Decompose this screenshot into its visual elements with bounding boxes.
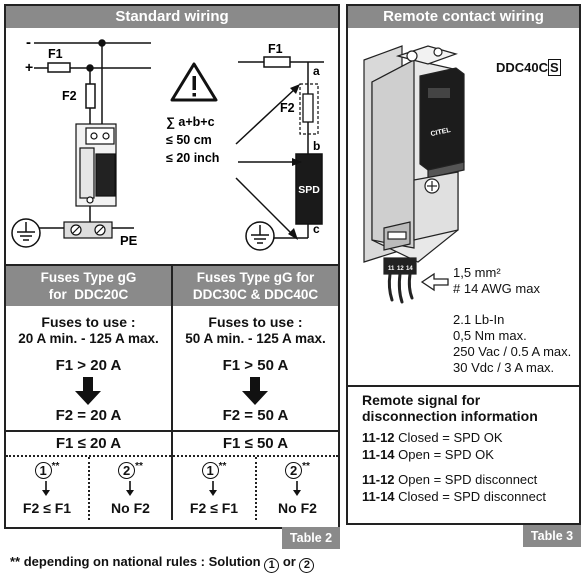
- warning-icon: [170, 62, 218, 102]
- right-use-title: Fuses to use :: [208, 314, 303, 330]
- table2-rule-divider: [4, 430, 340, 432]
- right-sol1-text: F2 ≤ F1: [189, 500, 239, 516]
- footnote-badge-2: 2: [299, 558, 315, 573]
- wire-spec: 1,5 mm² # 14 AWG max: [453, 265, 540, 296]
- terminal-11: 11: [388, 266, 395, 272]
- solution-2-badge: 2: [118, 462, 136, 479]
- footnote: ** depending on national rules : Solutio…: [10, 554, 315, 573]
- left-cond-bottom: F2 = 20 A: [55, 407, 122, 424]
- left-down-arrow-icon: [75, 377, 101, 405]
- solution-2-badge: 2: [285, 462, 303, 479]
- standard-wiring-diagram: - + F1 F2 PE ∑ a+b+c ≤ 50 cm ≤ 20 inch F…: [11, 34, 324, 251]
- table3-tag: Table 3: [523, 525, 581, 547]
- terminal-14: 14: [406, 266, 413, 272]
- spd-label: SPD: [298, 184, 320, 196]
- signal-row: 11-12 Closed = SPD OK: [362, 430, 503, 445]
- contact-rating: 2.1 Lb-In 0,5 Nm max. 250 Vac / 0.5 A ma…: [453, 312, 572, 375]
- remote-signal-title: Remote signal for disconnection informat…: [362, 392, 538, 424]
- label-c: c: [313, 222, 320, 236]
- table2-right-header: Fuses Type gG for DDC30C & DDC40C: [173, 266, 338, 306]
- signal-row: 11-14 Closed = SPD disconnect: [362, 489, 546, 504]
- left-sol2-arrow-icon: [126, 481, 134, 496]
- right-cond-bottom: F2 = 50 A: [222, 407, 289, 424]
- brand-logo-text: CITEL: [430, 127, 452, 138]
- table2-left-header: Fuses Type gG for DDC20C: [6, 266, 171, 306]
- sum-line-3: ≤ 20 inch: [166, 151, 219, 165]
- right-le-rule: F1 ≤ 50 A: [222, 435, 289, 452]
- left-le-rule: F1 ≤ 20 A: [55, 435, 122, 452]
- table2-sol-divider-left: [88, 457, 90, 520]
- f1-label-right: F1: [268, 42, 283, 56]
- terminal-12: 12: [397, 266, 404, 272]
- ground-icon: [11, 218, 41, 248]
- footnote-badge-1: 1: [264, 558, 280, 573]
- ground-right-icon: [245, 221, 275, 251]
- remote-contact-title: Remote contact wiring: [348, 6, 579, 28]
- left-sol1-text: F2 ≤ F1: [22, 500, 72, 516]
- right-down-arrow-icon: [242, 377, 268, 405]
- spd-module-drawing: [75, 123, 117, 207]
- minus-label: -: [26, 34, 31, 51]
- solution-1-badge: 1: [201, 462, 219, 479]
- sum-line-2: ≤ 50 cm: [166, 133, 212, 147]
- label-b: b: [313, 139, 320, 153]
- signal-row: 11-14 Open = SPD OK: [362, 447, 494, 462]
- right-sol2-arrow-icon: [293, 481, 301, 496]
- left-sol1-arrow-icon: [42, 481, 50, 496]
- right-use-range: 50 A min. - 125 A max.: [185, 331, 326, 346]
- right-solution-1: 1**: [173, 461, 255, 480]
- f2-label-left: F2: [62, 89, 77, 103]
- sum-line-1: ∑ a+b+c: [166, 115, 215, 129]
- standard-wiring-title: Standard wiring: [6, 6, 338, 28]
- ddc40cs-device-drawing: CITEL 11 12 14: [363, 45, 465, 304]
- table2-sol-divider-right: [255, 457, 257, 520]
- left-use-range: 20 A min. - 125 A max.: [18, 331, 159, 346]
- pe-terminal-block: [63, 221, 113, 239]
- right-cond-top: F1 > 50 A: [222, 357, 289, 374]
- left-use-title: Fuses to use :: [41, 314, 136, 330]
- signal-row: 11-12 Open = SPD disconnect: [362, 472, 538, 487]
- plus-label: +: [25, 59, 33, 75]
- right-solution-2: 2**: [257, 461, 338, 480]
- solution-1-badge: 1: [34, 462, 52, 479]
- table2-tag: Table 2: [282, 527, 340, 549]
- left-solution-1: 1**: [6, 461, 88, 480]
- f2-label-right: F2: [280, 101, 295, 115]
- right-sol2-text: No F2: [278, 500, 317, 516]
- remote-divider: [346, 385, 581, 387]
- left-solution-2: 2**: [90, 461, 171, 480]
- label-a: a: [313, 64, 320, 78]
- left-cond-top: F1 > 20 A: [55, 357, 122, 374]
- pe-label: PE: [120, 233, 138, 248]
- left-sol2-text: No F2: [111, 500, 150, 516]
- right-sol1-arrow-icon: [209, 481, 217, 496]
- f1-label-left: F1: [48, 47, 63, 61]
- table2-mid-divider: [171, 264, 173, 520]
- table2-dotted-line: [6, 455, 338, 457]
- wire-arrow-icon: [420, 272, 449, 292]
